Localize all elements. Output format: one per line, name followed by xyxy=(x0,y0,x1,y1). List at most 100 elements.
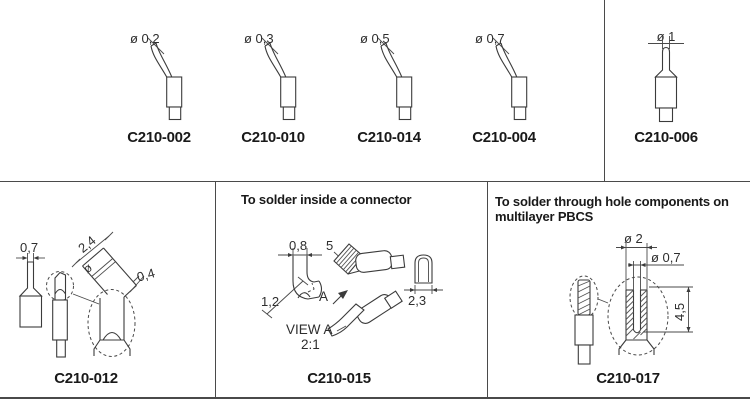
arrowhead xyxy=(410,288,415,292)
front-neck xyxy=(18,261,43,297)
arrowhead xyxy=(33,256,39,260)
bent-tip-drawing: ø 0,7 xyxy=(475,31,528,121)
needle-tip-cap xyxy=(264,42,271,47)
hatch-line xyxy=(640,289,648,297)
needle-tip-cap xyxy=(380,42,387,47)
panel-part-number: C210-015 xyxy=(307,370,371,387)
dim-0-7: 0,7 xyxy=(20,240,38,255)
tip-part-number: C210-014 xyxy=(357,129,421,146)
dim-2-3: 2,3 xyxy=(408,293,426,308)
dim-slash xyxy=(492,37,510,55)
hatch-line xyxy=(340,250,357,268)
arrowhead xyxy=(288,253,293,257)
small-tip-shank xyxy=(577,344,591,365)
hatch-line xyxy=(640,311,648,319)
arrowhead xyxy=(686,327,691,332)
tip-body xyxy=(654,76,678,109)
hatch-line xyxy=(577,297,591,305)
hatch-line xyxy=(342,252,359,270)
arrowhead xyxy=(628,263,634,267)
c210-017-drawing: ø 2 ø 0,7 xyxy=(569,231,693,365)
divider-top-vertical xyxy=(604,0,605,181)
tip-body xyxy=(396,76,413,108)
border-bottom xyxy=(0,397,750,399)
callout-leader xyxy=(72,293,100,305)
view-arrow-shaft xyxy=(332,294,343,305)
dim-4-5: 4,5 xyxy=(672,303,687,321)
tip-diameter-dim: ø 1 xyxy=(657,29,676,44)
callout-leader xyxy=(597,298,609,304)
foot-line xyxy=(336,325,347,332)
view-ref-letter: A xyxy=(319,289,328,304)
dim-5: 5 xyxy=(326,238,333,253)
hook-inner xyxy=(306,256,320,283)
dim-tick xyxy=(71,258,81,268)
tip-c210-006: ø 1 C210-006 xyxy=(611,26,721,151)
arrowhead xyxy=(647,245,652,250)
hatch-line xyxy=(640,317,648,325)
flare-left xyxy=(93,339,101,356)
view-arrowhead xyxy=(338,290,348,299)
hatch-line xyxy=(577,308,591,316)
detail-callout-circle xyxy=(46,271,74,301)
divider-bottom-vertical-2 xyxy=(487,181,488,398)
hatch-line xyxy=(625,289,634,298)
dim-0-4: 0,4 xyxy=(135,265,157,284)
cyl-right-edge xyxy=(103,247,137,286)
dim-dia-0-7: ø 0,7 xyxy=(651,250,681,265)
panel-c210-012: 0,7 2 xyxy=(0,182,215,399)
tip-part-number: C210-010 xyxy=(241,129,305,146)
dim-slash xyxy=(377,37,395,55)
dim-line-12 xyxy=(266,280,304,315)
tip-body xyxy=(280,76,297,108)
tip-part-number: C210-006 xyxy=(634,129,698,146)
dim-1-2: 1,2 xyxy=(261,294,279,309)
arrowhead xyxy=(621,245,626,250)
panel-c210-017: To solder through hole components on mul… xyxy=(488,182,750,399)
small-tip-body xyxy=(574,314,594,346)
needle-tip-cap xyxy=(150,42,157,47)
hatch-line xyxy=(338,248,355,266)
tip-shank xyxy=(658,107,674,123)
panel-c210-015: To solder inside a connector 0,8 1,2 5 xyxy=(215,182,487,399)
handle-end xyxy=(389,254,406,270)
dim-slash xyxy=(147,37,165,55)
view-label: VIEW A xyxy=(286,322,333,337)
tip-shank xyxy=(513,106,527,121)
arrowhead xyxy=(640,263,646,267)
flare-right xyxy=(123,339,131,356)
small-tip-inner xyxy=(418,257,429,282)
cyl-joint-line xyxy=(94,261,116,281)
tip-body xyxy=(511,76,528,108)
hatch-line xyxy=(625,322,634,331)
arrowhead xyxy=(686,287,691,292)
hatch-line xyxy=(625,300,634,309)
tip-c210-002: ø 0,2 C210-002 xyxy=(104,26,214,151)
panel-part-number: C210-017 xyxy=(596,370,660,387)
tilted-end xyxy=(383,290,403,310)
detail-callout-circle xyxy=(569,275,599,319)
flare-right xyxy=(646,339,655,355)
arrowhead xyxy=(432,288,437,292)
dim-tick xyxy=(104,231,114,241)
detail-ellipse xyxy=(87,289,136,357)
dim-line-24 xyxy=(75,235,110,264)
hatch-line xyxy=(625,311,634,320)
side-tip-notch xyxy=(54,288,66,295)
tip-shank xyxy=(282,106,296,121)
side-shank xyxy=(56,339,66,358)
dim-2-4: 2,4 xyxy=(75,233,98,256)
bent-tip-drawing: ø 0,3 xyxy=(244,31,297,121)
needle-left-edge xyxy=(380,45,398,78)
needle-left-edge xyxy=(150,45,168,78)
end-notch-arc xyxy=(102,331,122,341)
flare-left xyxy=(618,339,627,355)
tilted-bent-foot xyxy=(327,303,365,337)
needle-right-edge xyxy=(500,42,518,78)
lip-line xyxy=(132,275,140,283)
tip-body xyxy=(166,76,183,108)
small-tip-outline xyxy=(414,254,433,284)
dim-dia-2: ø 2 xyxy=(624,231,643,246)
tip-c210-010: ø 0,3 C210-010 xyxy=(218,26,328,151)
